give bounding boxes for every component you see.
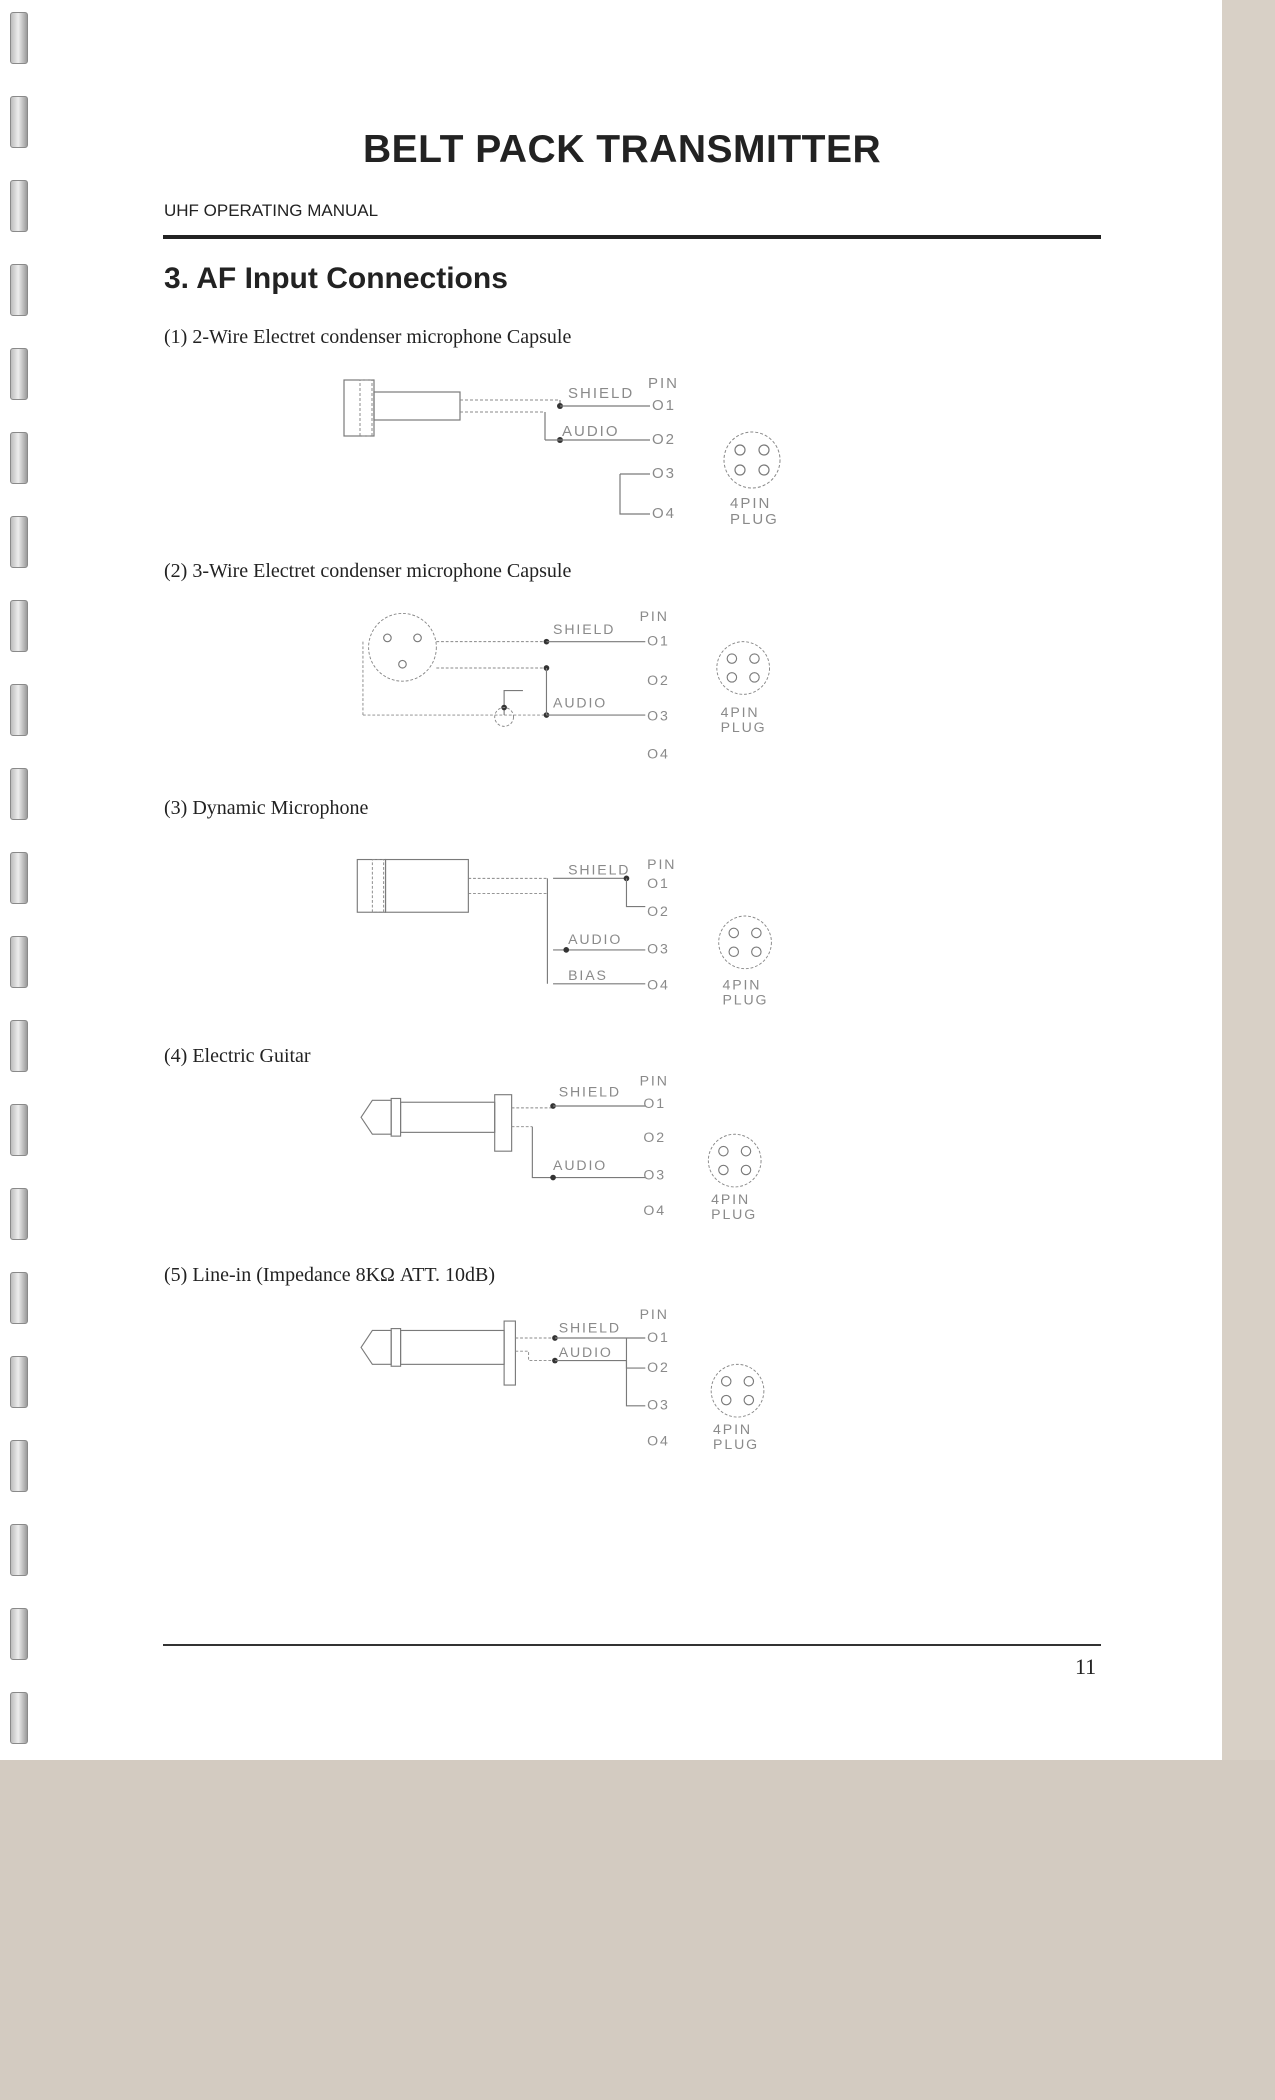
pin-4-label: O4	[652, 505, 676, 522]
wiring-diagram-dynamic-mic: SHIELD PIN AUDIO BIAS O1 O2 O3 O4 4PIN P…	[330, 852, 810, 1012]
plug-4pin-icon	[707, 1133, 762, 1188]
manual-page	[0, 0, 1222, 1760]
binding-ring	[10, 516, 28, 568]
binding-ring	[10, 1188, 28, 1240]
pin-1-label: O1	[652, 397, 676, 414]
audio-label: AUDIO	[568, 931, 622, 947]
pin-2-label: O2	[647, 1359, 670, 1375]
plug-4pin-icon	[710, 1363, 765, 1418]
binding-ring	[10, 1440, 28, 1492]
pin-3-label: O3	[647, 708, 670, 724]
pin-2-label: O2	[652, 431, 676, 448]
binding-ring	[10, 348, 28, 400]
pin-label: PIN	[640, 1306, 669, 1322]
pin-1-label: O1	[643, 1095, 666, 1111]
page-title: BELT PACK TRANSMITTER	[363, 128, 882, 171]
binding-ring	[10, 1524, 28, 1576]
pin-label: PIN	[647, 856, 676, 872]
plug-type-label: 4PIN	[721, 704, 760, 720]
binding-ring	[10, 1272, 28, 1324]
binding-ring	[10, 684, 28, 736]
xlr-connector-icon	[368, 612, 437, 682]
plug-label: PLUG	[711, 1206, 757, 1222]
section-title: 3. AF Input Connections	[164, 262, 508, 295]
pin-1-label: O1	[647, 875, 670, 891]
binding-ring	[10, 600, 28, 652]
binding-ring	[10, 432, 28, 484]
binding-ring	[10, 852, 28, 904]
plug-type-label: 4PIN	[713, 1421, 752, 1437]
plug-label: PLUG	[730, 511, 779, 528]
bias-label: BIAS	[568, 967, 608, 983]
audio-label: AUDIO	[559, 1344, 613, 1360]
item-caption-dynamic-mic: (3) Dynamic Microphone	[164, 797, 369, 819]
pin-3-label: O3	[647, 941, 670, 957]
plug-type-label: 4PIN	[711, 1191, 750, 1207]
plug-label: PLUG	[713, 1436, 759, 1452]
shield-label: SHIELD	[559, 1084, 621, 1100]
audio-label: AUDIO	[562, 423, 620, 440]
pin-2-label: O2	[643, 1129, 666, 1145]
pin-4-label: O4	[647, 745, 670, 761]
plug-type-label: 4PIN	[730, 495, 771, 512]
footer-rule	[163, 1644, 1101, 1646]
binding-ring	[10, 1692, 28, 1744]
binding-ring	[10, 936, 28, 988]
wiring-diagram-3wire-electret: SHIELD PIN AUDIO O1 O2 O3 O4 4PIN PLUG	[330, 604, 810, 764]
pin-1-label: O1	[647, 1329, 670, 1345]
shield-label: SHIELD	[559, 1319, 621, 1335]
binding-ring	[10, 1608, 28, 1660]
binding-ring	[10, 12, 28, 64]
wiring-diagram-2wire-electret: SHIELD PIN AUDIO O1 O2 O3 O4 4PIN PLUG	[330, 372, 810, 532]
spiral-binding	[10, 0, 32, 1760]
shield-label: SHIELD	[568, 862, 630, 878]
shield-label: SHIELD	[553, 621, 615, 637]
page-edge	[1222, 0, 1275, 1760]
header-rule	[163, 235, 1101, 239]
binding-ring	[10, 264, 28, 316]
item-caption-2wire-electret: (1) 2-Wire Electret condenser microphone…	[164, 326, 572, 348]
plug-label: PLUG	[722, 991, 768, 1007]
audio-label: AUDIO	[553, 1157, 607, 1173]
item-caption-3wire-electret: (2) 3-Wire Electret condenser microphone…	[164, 560, 572, 582]
item-caption-line-in: (5) Line-in (Impedance 8KΩ ATT. 10dB)	[164, 1264, 496, 1286]
binding-ring	[10, 1104, 28, 1156]
manual-label: UHF OPERATING MANUAL	[164, 201, 379, 220]
pin-label: PIN	[640, 1072, 669, 1088]
wiring-diagram-electric-guitar: SHIELD PIN AUDIO O1 O2 O3 O4 4PIN PLUG	[330, 1072, 810, 1234]
page-number: 11	[1075, 1654, 1097, 1679]
plug-type-label: 4PIN	[722, 976, 761, 992]
plug-4pin-icon	[716, 641, 771, 695]
binding-ring	[10, 1356, 28, 1408]
pin-2-label: O2	[647, 672, 670, 688]
binding-ring	[10, 180, 28, 232]
binding-ring	[10, 768, 28, 820]
pin-1-label: O1	[647, 632, 670, 648]
plug-4pin-icon	[718, 915, 772, 970]
pin-4-label: O4	[647, 1432, 670, 1448]
shield-label: SHIELD	[568, 385, 634, 402]
pin-label: PIN	[648, 375, 679, 392]
binding-ring	[10, 96, 28, 148]
plug-label: PLUG	[721, 719, 767, 735]
pin-3-label: O3	[643, 1166, 666, 1182]
pin-3-label: O3	[652, 465, 676, 482]
audio-label: AUDIO	[553, 695, 607, 711]
binding-ring	[10, 1020, 28, 1072]
plug-4pin-icon	[723, 431, 781, 489]
pin-4-label: O4	[643, 1202, 666, 1218]
pin-4-label: O4	[647, 976, 670, 992]
pin-2-label: O2	[647, 903, 670, 919]
wiring-diagram-line-in: SHIELD PIN AUDIO O1 O2 O3 O4 4PIN PLUG	[330, 1306, 810, 1466]
pin-3-label: O3	[647, 1397, 670, 1413]
item-caption-electric-guitar: (4) Electric Guitar	[164, 1045, 311, 1067]
pin-label: PIN	[640, 608, 669, 624]
